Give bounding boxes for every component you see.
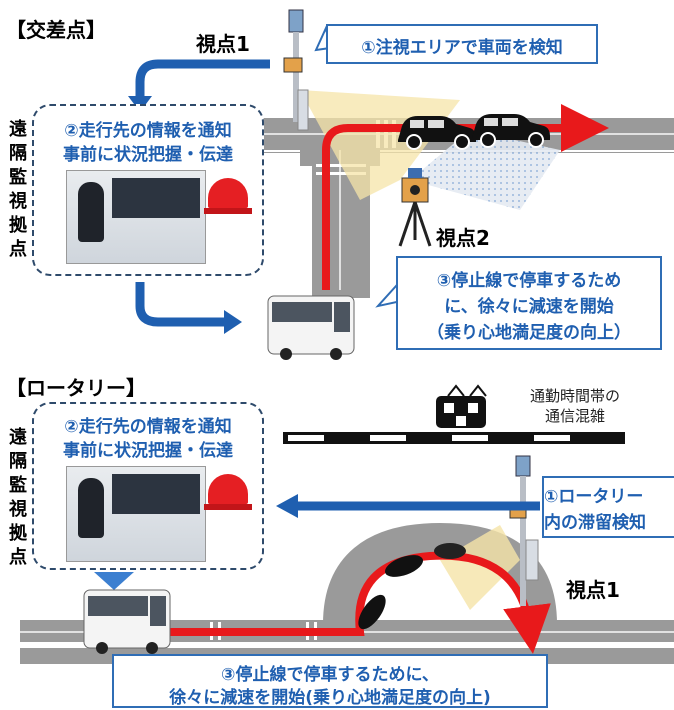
bus-icon (267, 295, 355, 360)
intersection-viewpoint2-label: 視点2 (436, 226, 490, 250)
callout-decelerate-line2: に、徐々に減速を開始 (444, 297, 614, 317)
rotary-remote-line1: ②走行先の情報を通知 (64, 417, 232, 437)
car-icon (398, 116, 476, 150)
rotary-side-label: 遠隔監視拠点 (9, 427, 27, 568)
callout-decelerate (396, 256, 662, 350)
car-icon (472, 114, 550, 148)
callout-detect-text: ①注視エリアで車両を検知 (361, 38, 563, 58)
detection-area-2 (410, 130, 560, 210)
monitor-screens (112, 178, 200, 218)
train-icon (436, 384, 487, 428)
callout-rotary-detect (542, 476, 674, 538)
callout-decelerate-line1: ③停止線で停車するため (436, 271, 622, 291)
alarm-light-icon (208, 474, 248, 504)
callout-rotary-detect-line2: 内の滞留検知 (544, 513, 646, 533)
rotary-remote-line2: 事前に状況把握・伝達 (63, 441, 233, 461)
intersection-remote-line1: ②走行先の情報を通知 (64, 121, 232, 141)
callout-detect (326, 24, 598, 64)
car-icon (358, 543, 466, 630)
intersection-title: 【交差点】 (6, 18, 106, 42)
callout-rotary-decelerate-line1: ③停止線で停車するために、 (221, 665, 439, 685)
callout-rotary-decelerate-line2: 徐々に減速を開始(乗り心地満足度の向上) (169, 688, 491, 708)
alarm-light-base (204, 208, 252, 214)
flow-arrow-bottom (135, 282, 226, 327)
intersection-viewpoint1-label: 視点1 (196, 32, 250, 56)
callout-rotary-decelerate (112, 654, 548, 708)
flow-arrow-top (135, 59, 270, 100)
train-note-line2: 通信混雑 (544, 407, 605, 425)
camera-pole-icon (283, 9, 309, 131)
rotary-viewpoint1-label: 視点1 (566, 578, 620, 602)
route-intersection (322, 104, 609, 290)
alarm-light-base (204, 504, 252, 510)
detection-area-rotary (440, 525, 520, 610)
rotary-title: 【ロータリー】 (6, 376, 146, 400)
alarm-light-icon (208, 178, 248, 208)
intersection-remote-line2: 事前に状況把握・伝達 (63, 145, 233, 165)
operator-figure (78, 478, 104, 538)
tripod-camera-icon (398, 168, 432, 247)
monitor-screens (112, 474, 200, 514)
route-rotary (120, 551, 551, 654)
comm-bar (283, 432, 625, 444)
callout-rotary-detect-line1: ①ロータリー (544, 487, 644, 507)
callout-decelerate-line3: （乗り心地満足度の向上） (427, 323, 631, 343)
train-note-line1: 通勤時間帯の (529, 387, 620, 405)
intersection-side-label: 遠隔監視拠点 (9, 119, 27, 260)
bus-icon (83, 589, 171, 654)
operator-figure (78, 182, 104, 242)
